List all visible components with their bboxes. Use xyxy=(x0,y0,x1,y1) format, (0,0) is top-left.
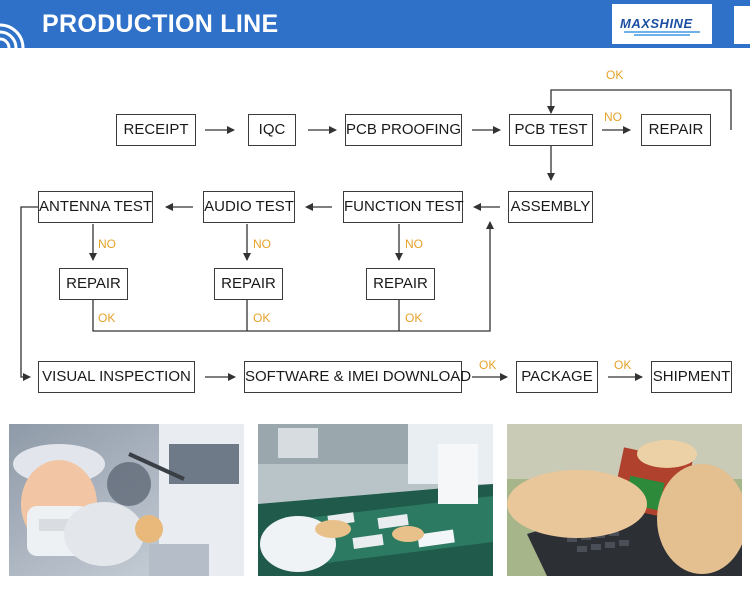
brand-logo: MAXSHINE xyxy=(612,4,712,44)
label-ok-repair1: OK xyxy=(98,311,116,325)
line-antenna-to-visual xyxy=(20,206,38,381)
label-no-function: NO xyxy=(405,237,423,251)
step-repair-pcb: REPAIR xyxy=(641,114,711,146)
step-audio-test: AUDIO TEST xyxy=(203,191,295,223)
step-software-download: SOFTWARE & IMEI DOWNLOAD xyxy=(244,361,471,393)
header-corner-block xyxy=(734,6,750,44)
step-shipment: SHIPMENT xyxy=(651,361,732,393)
label-ok-top: OK xyxy=(606,68,624,82)
logo-swoosh-icon xyxy=(624,31,700,36)
step-antenna-test: ANTENNA TEST xyxy=(38,191,153,223)
loop-repair-to-pcb-test xyxy=(547,89,732,130)
header-banner: PRODUCTION LINE MAXSHINE xyxy=(0,0,750,48)
step-function-test: FUNCTION TEST xyxy=(343,191,464,223)
label-ok-software: OK xyxy=(479,358,497,372)
step-repair-function: REPAIR xyxy=(366,268,435,300)
step-receipt: RECEIPT xyxy=(116,114,196,146)
label-no-antenna: NO xyxy=(98,237,116,251)
step-package: PACKAGE xyxy=(516,361,598,393)
step-iqc: IQC xyxy=(248,114,296,146)
step-repair-antenna: REPAIR xyxy=(59,268,128,300)
label-ok-repair3: OK xyxy=(405,311,423,325)
photo-circuit-board-handling xyxy=(507,424,742,576)
flow-connectors xyxy=(20,89,732,381)
step-visual-inspection: VISUAL INSPECTION xyxy=(38,361,195,393)
loop-repairs-to-function-test xyxy=(92,221,494,332)
label-ok-package: OK xyxy=(614,358,632,372)
brand-logo-text: MAXSHINE xyxy=(620,16,693,31)
step-assembly: ASSEMBLY xyxy=(508,191,593,223)
photo-soldering-workstation xyxy=(9,424,244,576)
step-pcb-proofing: PCB PROOFING xyxy=(345,114,462,146)
wifi-signal-icon xyxy=(0,23,25,48)
step-pcb-test: PCB TEST xyxy=(509,114,593,146)
photo-assembly-conveyor xyxy=(258,424,493,576)
label-no-audio: NO xyxy=(253,237,271,251)
step-repair-audio: REPAIR xyxy=(214,268,283,300)
label-no-top: NO xyxy=(604,110,622,124)
page-title: PRODUCTION LINE xyxy=(42,10,279,38)
label-ok-repair2: OK xyxy=(253,311,271,325)
